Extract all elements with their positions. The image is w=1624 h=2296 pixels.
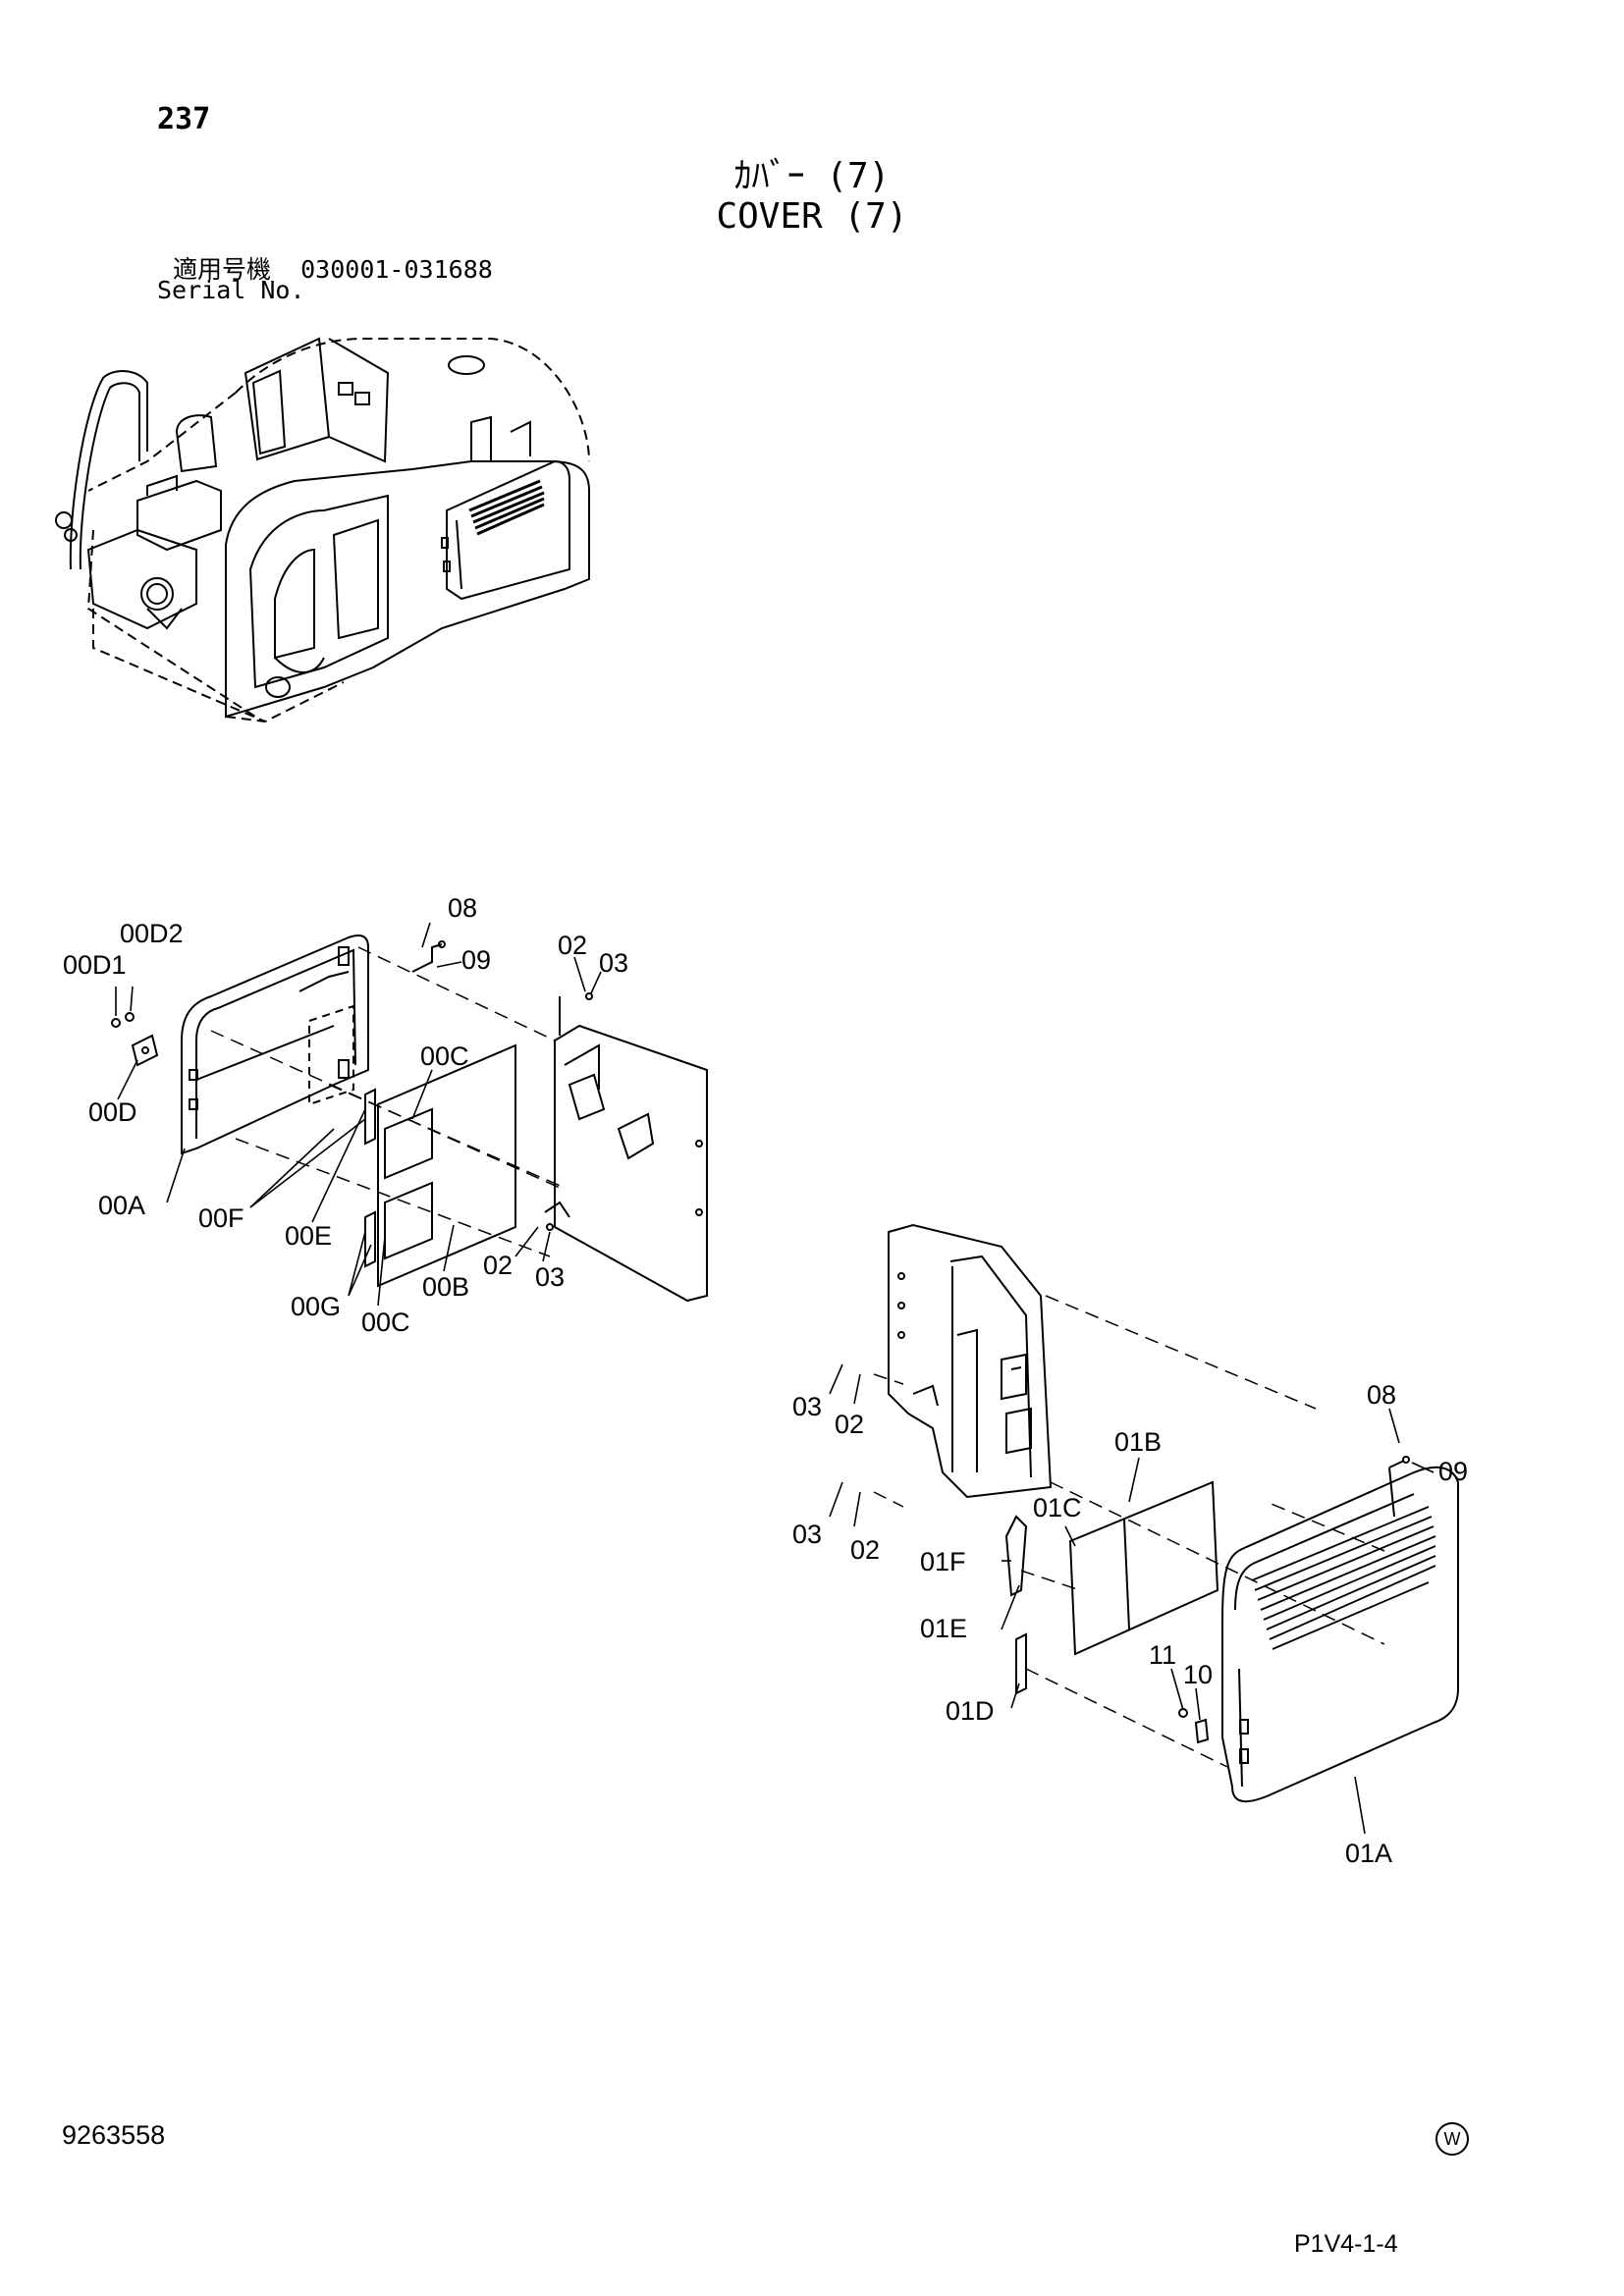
callout-label: 00F [198, 1203, 244, 1233]
title-japanese: ｶﾊﾞｰ (7) [733, 156, 891, 196]
callout-label: 03 [792, 1520, 822, 1549]
serial-applicability: 適用号機 030001-031688 [173, 250, 493, 286]
machine-overview-illustration [55, 337, 590, 723]
callout-label: 02 [483, 1251, 513, 1280]
callout-label: 01E [920, 1614, 967, 1643]
callout-label: 00D [88, 1097, 137, 1127]
callout-label: 00D1 [63, 950, 127, 980]
callout-label: 01F [920, 1547, 966, 1576]
callout-label: 09 [461, 945, 491, 975]
callout-label: 02 [835, 1410, 864, 1439]
callout-label: 00G [291, 1292, 341, 1321]
callout-label: 00C [361, 1308, 410, 1337]
callout-label: 10 [1183, 1660, 1213, 1689]
serial-range: 030001-031688 [300, 255, 493, 284]
serial-label-jp: 適用号機 [173, 255, 272, 284]
serial-label-en: Serial No. [157, 276, 305, 304]
page-code: P1V4-1-4 [1294, 2230, 1398, 2258]
callout-label: 03 [792, 1392, 822, 1421]
callout-label: 00D2 [120, 919, 184, 948]
callout-label: 01A [1345, 1839, 1392, 1868]
callout-label: 03 [535, 1262, 565, 1292]
callout-label: 08 [1367, 1380, 1396, 1410]
document-number: 9263558 [62, 2120, 166, 2150]
callout-label: 08 [448, 893, 477, 923]
callout-label: 00E [285, 1221, 332, 1251]
callout-label: 03 [599, 948, 628, 978]
callout-label: 01D [946, 1696, 995, 1726]
callout-labels: 08 09 02 03 00D2 00D1 00D 00C 00A 00F 00… [63, 893, 1468, 1868]
callout-label: 00C [420, 1041, 469, 1071]
callout-label: 01B [1114, 1427, 1162, 1457]
callout-label: 00B [422, 1272, 469, 1302]
callout-label: 01C [1033, 1493, 1082, 1522]
right-cover-assembly [829, 1223, 1459, 1835]
title-english: COVER (7) [716, 196, 908, 237]
callout-label: 02 [558, 931, 587, 960]
callout-label: 11 [1149, 1640, 1176, 1670]
callout-label: 00A [98, 1191, 145, 1220]
left-cover-assembly [111, 922, 708, 1307]
callout-label: 02 [850, 1535, 880, 1565]
page-number: 237 [157, 102, 211, 136]
callout-label: 09 [1438, 1457, 1468, 1486]
w-mark-icon: W [1435, 2122, 1469, 2156]
